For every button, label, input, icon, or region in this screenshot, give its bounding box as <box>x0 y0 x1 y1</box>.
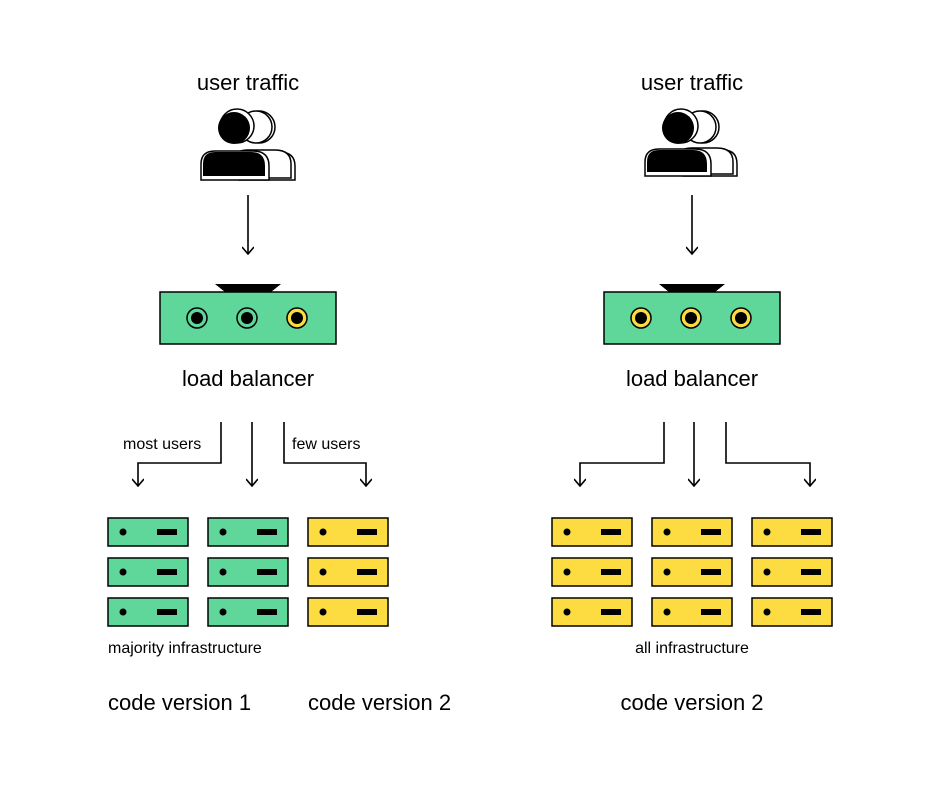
server-icon <box>207 557 289 587</box>
server-icon <box>651 517 733 547</box>
server-icon <box>651 597 733 627</box>
server-icon <box>107 597 189 627</box>
left-user-traffic-title: user traffic <box>196 70 300 95</box>
server-rack-left <box>107 517 389 627</box>
server-icon <box>307 517 389 547</box>
server-icon <box>551 517 633 547</box>
server-icon <box>107 517 189 547</box>
server-rack-right <box>551 517 833 627</box>
load-balancer-icon <box>159 284 337 345</box>
traffic-split-arrows <box>580 422 810 486</box>
users-icon <box>200 108 296 181</box>
right-load-balancer-label: load balancer <box>625 366 759 391</box>
server-icon <box>107 557 189 587</box>
balancer-port <box>286 307 308 329</box>
server-icon <box>651 557 733 587</box>
all-infrastructure-label: all infrastructure <box>635 640 749 657</box>
code-version-2-label-left: code version 2 <box>308 690 452 715</box>
server-icon <box>751 517 833 547</box>
server-icon <box>207 597 289 627</box>
balancer-port <box>680 307 702 329</box>
server-icon <box>551 597 633 627</box>
balancer-port <box>630 307 652 329</box>
balancer-port <box>186 307 208 329</box>
most-users-label: most users <box>123 436 202 453</box>
server-icon <box>751 557 833 587</box>
few-users-label: few users <box>292 436 361 453</box>
right-user-traffic-title: user traffic <box>640 70 744 95</box>
server-icon <box>751 597 833 627</box>
code-version-1-label: code version 1 <box>108 690 252 715</box>
code-version-2-label-right: code version 2 <box>620 690 764 715</box>
server-icon <box>307 597 389 627</box>
users-icon <box>644 108 738 177</box>
server-icon <box>207 517 289 547</box>
balancer-port <box>730 307 752 329</box>
left-load-balancer-label: load balancer <box>181 366 315 391</box>
server-icon <box>551 557 633 587</box>
balancer-port <box>236 307 258 329</box>
traffic-split-arrows <box>138 422 366 486</box>
server-icon <box>307 557 389 587</box>
load-balancer-icon <box>603 284 781 345</box>
majority-infrastructure-label: majority infrastructure <box>108 640 262 657</box>
